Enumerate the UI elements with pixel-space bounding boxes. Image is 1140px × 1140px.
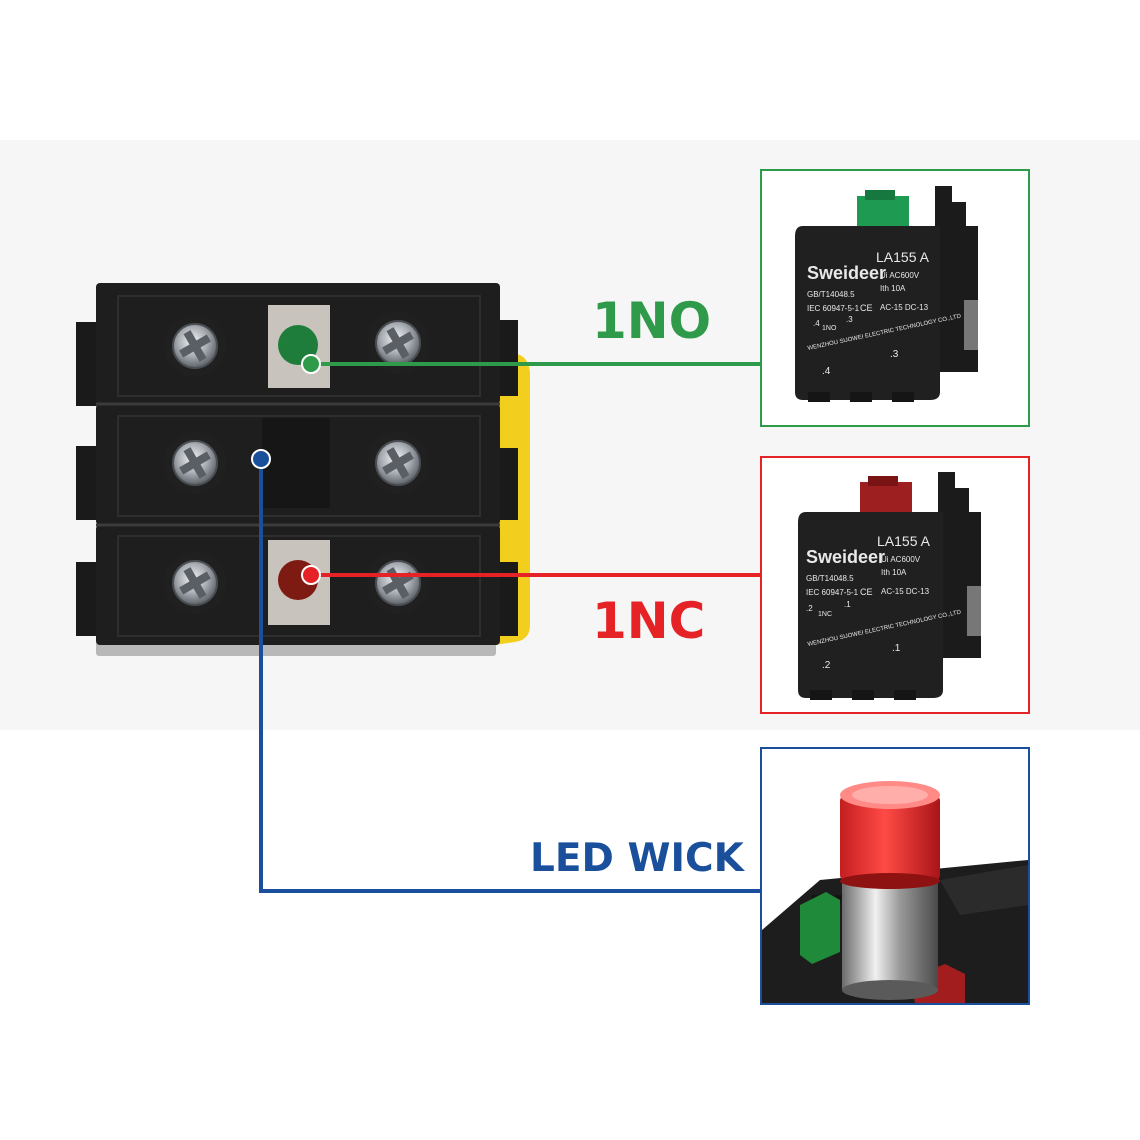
nc-label: 1NC [592, 592, 706, 650]
symbol-b: .3 [846, 315, 853, 324]
std1-text: GB/T14048.5 [807, 290, 855, 299]
red-indicator-dot [301, 565, 321, 585]
model-text: LA155 A [877, 533, 931, 549]
screw-icon [366, 551, 430, 615]
symbol-b: .1 [844, 600, 851, 609]
terminal-left: .4 [822, 366, 831, 377]
ce-mark: CE [860, 587, 873, 597]
std2-text: IEC 60947-5-1 [807, 304, 860, 313]
model-text: LA155 A [876, 249, 930, 265]
symbol-label: 1NC [818, 611, 832, 618]
led-connector-line [259, 459, 760, 893]
screw-icon [163, 314, 227, 378]
ui-text: Ui AC600V [880, 271, 920, 280]
brand-text: Sweideer [807, 263, 886, 283]
ith-text: Ith 10A [880, 284, 906, 293]
ui-text: Ui AC600V [881, 555, 921, 564]
screw-icon [366, 431, 430, 495]
brand-text: Sweideer [806, 547, 885, 567]
led-wick-label: LED WICK [530, 836, 744, 881]
no-label: 1NO [592, 292, 712, 350]
symbol-a: .2 [806, 604, 813, 613]
std1-text: GB/T14048.5 [806, 574, 854, 583]
ac-text: AC-15 DC-13 [881, 587, 930, 596]
terminal-right: .3 [890, 349, 899, 360]
green-indicator-dot [301, 354, 321, 374]
screw-icon [163, 551, 227, 615]
no-contact-panel: Sweideer LA155 A GB/T14048.5 IEC 60947-5… [760, 169, 1030, 427]
terminal-right: .1 [892, 643, 901, 654]
screw-icon [163, 431, 227, 495]
std2-text: IEC 60947-5-1 [806, 588, 859, 597]
ith-text: Ith 10A [881, 568, 907, 577]
switch-base [76, 283, 530, 656]
nc-contact-panel: Sweideer LA155 A GB/T14048.5 IEC 60947-5… [760, 456, 1030, 714]
blue-indicator-dot [251, 449, 271, 469]
symbol-a: .4 [813, 319, 820, 328]
terminal-left: .2 [822, 660, 831, 671]
ce-mark: CE [860, 303, 873, 313]
ac-text: AC-15 DC-13 [880, 303, 929, 312]
led-wick-panel [760, 747, 1030, 1005]
symbol-label: 1NO [822, 325, 837, 332]
